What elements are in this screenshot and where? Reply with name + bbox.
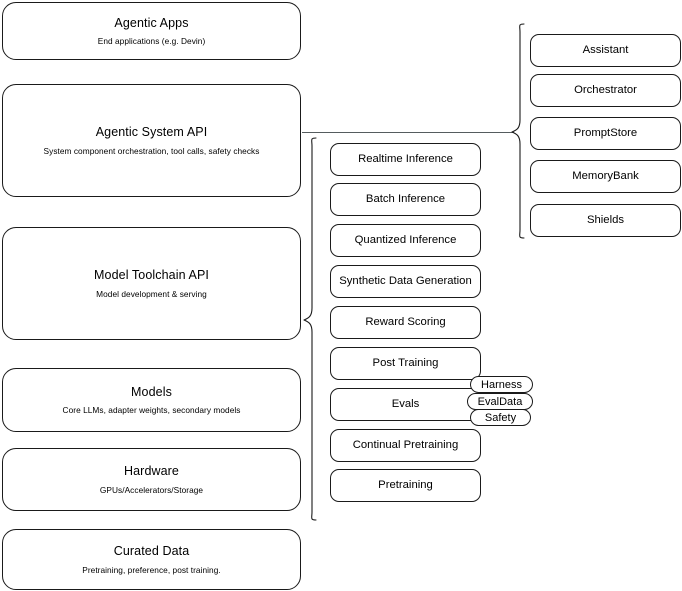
toolchain-item-pretraining[interactable]: Pretraining xyxy=(330,469,481,502)
toolchain-item-label: Reward Scoring xyxy=(365,316,446,329)
toolchain-item-label: Synthetic Data Generation xyxy=(339,275,472,288)
layer-subtitle: End applications (e.g. Devin) xyxy=(97,36,206,47)
evals-badge-evaldata[interactable]: EvalData xyxy=(467,393,533,410)
evals-badge-label: EvalData xyxy=(477,395,523,408)
toolchain-item-label: Continual Pretraining xyxy=(352,439,459,452)
toolchain-item-label: Post Training xyxy=(372,357,439,370)
system-item-label: Shields xyxy=(586,214,625,227)
system-item-memorybank[interactable]: MemoryBank xyxy=(530,160,681,193)
layer-box-hardware[interactable]: Hardware GPUs/Accelerators/Storage xyxy=(2,448,301,511)
layer-title: Agentic Apps xyxy=(114,15,189,30)
layer-subtitle: System component orchestration, tool cal… xyxy=(43,145,260,156)
evals-badge-label: Safety xyxy=(484,411,517,424)
system-item-label: PromptStore xyxy=(573,127,638,140)
system-item-orchestrator[interactable]: Orchestrator xyxy=(530,74,681,107)
brace-system-components xyxy=(511,22,525,240)
toolchain-item-label: Realtime Inference xyxy=(358,153,453,166)
layer-title: Models xyxy=(131,384,172,399)
layer-box-models[interactable]: Models Core LLMs, adapter weights, secon… xyxy=(2,368,301,432)
system-item-shields[interactable]: Shields xyxy=(530,204,681,237)
system-item-label: MemoryBank xyxy=(572,170,639,183)
system-item-label: Assistant xyxy=(582,44,629,57)
layer-box-curated-data[interactable]: Curated Data Pretraining, preference, po… xyxy=(2,529,301,590)
system-item-assistant[interactable]: Assistant xyxy=(530,34,681,67)
toolchain-item-synthetic-data-generation[interactable]: Synthetic Data Generation xyxy=(330,265,481,298)
layer-title: Hardware xyxy=(124,464,179,478)
layer-title: Agentic System API xyxy=(95,125,208,139)
toolchain-item-quantized-inference[interactable]: Quantized Inference xyxy=(330,224,481,257)
layer-title: Model Toolchain API xyxy=(94,268,209,282)
system-item-promptstore[interactable]: PromptStore xyxy=(530,117,681,150)
layer-subtitle: Pretraining, preference, post training. xyxy=(82,564,221,575)
evals-badge-safety[interactable]: Safety xyxy=(470,409,531,426)
layer-subtitle: Core LLMs, adapter weights, secondary mo… xyxy=(62,405,241,416)
layer-subtitle: Model development & serving xyxy=(96,288,207,299)
toolchain-item-reward-scoring[interactable]: Reward Scoring xyxy=(330,306,481,339)
toolchain-item-continual-pretraining[interactable]: Continual Pretraining xyxy=(330,429,481,462)
toolchain-item-realtime-inference[interactable]: Realtime Inference xyxy=(330,143,481,176)
layer-box-model-toolchain-api[interactable]: Model Toolchain API Model development & … xyxy=(2,227,301,340)
toolchain-item-post-training[interactable]: Post Training xyxy=(330,347,481,380)
toolchain-item-batch-inference[interactable]: Batch Inference xyxy=(330,183,481,216)
evals-badge-harness[interactable]: Harness xyxy=(470,376,533,393)
connector-system-api-to-components xyxy=(302,132,514,133)
evals-badge-label: Harness xyxy=(481,378,522,391)
layer-box-agentic-apps[interactable]: Agentic Apps End applications (e.g. Devi… xyxy=(2,2,301,60)
toolchain-item-evals[interactable]: Evals xyxy=(330,388,481,421)
toolchain-item-label: Evals xyxy=(391,398,420,411)
toolchain-item-label: Batch Inference xyxy=(365,193,446,206)
toolchain-item-label: Quantized Inference xyxy=(354,234,457,247)
toolchain-item-label: Pretraining xyxy=(378,479,433,492)
brace-toolchain-components xyxy=(303,136,317,522)
layer-subtitle: GPUs/Accelerators/Storage xyxy=(99,484,204,495)
layer-box-agentic-system-api[interactable]: Agentic System API System component orch… xyxy=(2,84,301,197)
system-item-label: Orchestrator xyxy=(574,84,637,97)
layer-title: Curated Data xyxy=(113,544,190,558)
